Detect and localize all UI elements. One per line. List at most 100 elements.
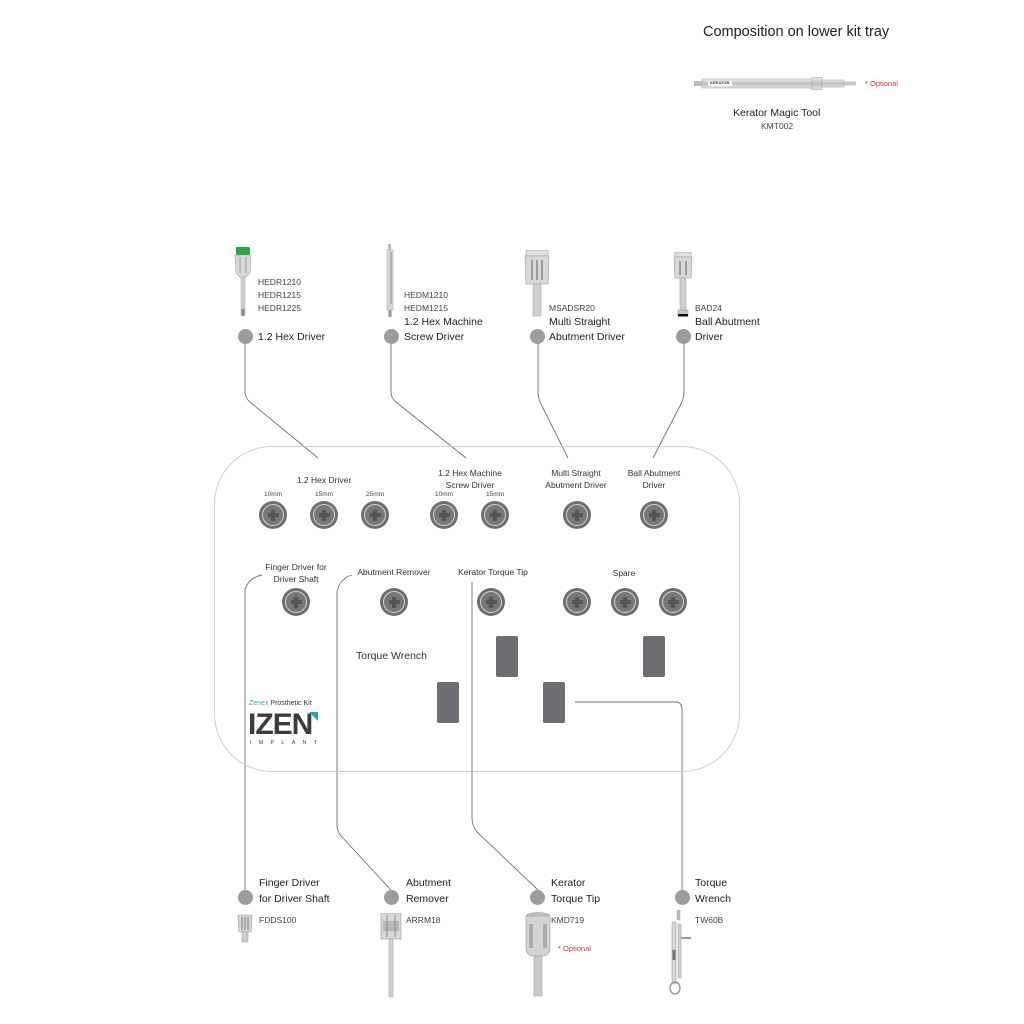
kerator-magic-tool: [694, 76, 864, 92]
kerator-torque-tip-label-1: Kerator: [551, 877, 586, 889]
socket-spare-2: [611, 588, 639, 616]
abutment-remover-tool: [380, 912, 402, 999]
socket-hex-driver-25mm: [361, 501, 389, 529]
kerator-torque-tip-icon: [525, 912, 551, 997]
connector-machine-screw-driver: [390, 343, 467, 459]
finger-driver-icon: [237, 914, 253, 943]
socket-ball-abutment: [640, 501, 668, 529]
torque-wrench-label-1: Torque: [695, 877, 728, 889]
torque-wrench-slot-1: [437, 682, 459, 723]
logo-brand-prefix: Zenex: [249, 700, 269, 707]
socket-spare-1: [563, 588, 591, 616]
top-tool-ball-abutment: [673, 251, 693, 320]
torque-wrench-icon: [669, 909, 691, 995]
logo-wordmark-text: IZEN: [248, 708, 313, 741]
page-title: Composition on lower kit tray: [703, 24, 890, 40]
finger-driver-label-2: for Driver Shaft: [259, 893, 330, 905]
socket-machine-screw-10mm: [430, 501, 458, 529]
multi-straight-label-1: Multi Straight: [549, 316, 611, 328]
finger-driver-label-1: Finger Driver: [259, 877, 320, 889]
torque-wrench-slot-4: [643, 636, 665, 677]
tray-label-hex-driver: 1.2 Hex Driver: [296, 475, 352, 485]
top-tool-hex-driver: [233, 245, 253, 320]
machine-screw-driver-icon: [386, 244, 394, 317]
socket-hex-driver-10mm: [259, 501, 287, 529]
socket-kerator-torque-tip: [477, 588, 505, 616]
abutment-remover-code: ARRM18: [406, 915, 441, 925]
tray-label-finger-driver-2: Driver Shaft: [273, 574, 319, 584]
size-label: 15mm: [485, 491, 505, 498]
machine-screw-driver-code-2: HEDM1215: [404, 303, 448, 313]
connector-hex-driver: [244, 343, 319, 459]
multi-straight-code: MSADSR20: [549, 303, 595, 313]
logo-brand-suffix: Prosthetic Kit: [270, 700, 312, 707]
ball-abutment-code: BAD24: [695, 303, 722, 313]
tray-label-ball-abutment-2: Driver: [642, 480, 666, 490]
hex-driver-code-3: HEDR1225: [258, 303, 301, 313]
multi-straight-label-2: Abutment Driver: [549, 331, 625, 343]
hex-driver-label: 1.2 Hex Driver: [258, 331, 326, 343]
hex-driver-code-2: HEDR1215: [258, 290, 301, 300]
size-label: 10mm: [263, 491, 283, 498]
hex-driver-icon: [234, 247, 252, 316]
machine-screw-driver-dot: [384, 329, 399, 344]
kerator-magic-tool-icon: [694, 77, 856, 90]
tray-label-abutment-remover: Abutment Remover: [357, 567, 431, 577]
ball-abutment-label-1: Ball Abutment: [695, 316, 760, 328]
kerator-torque-tip-label-2: Torque Tip: [551, 893, 601, 905]
kerator-engraving: KERATOR: [710, 80, 730, 85]
size-label: 25mm: [365, 491, 385, 498]
kerator-magic-tool-name: Kerator Magic Tool: [733, 107, 821, 119]
socket-machine-screw-15mm: [481, 501, 509, 529]
ball-abutment-driver-icon: [673, 251, 693, 317]
multi-straight-abutment-driver-icon: [524, 249, 550, 317]
tray-label-spare: Spare: [612, 568, 636, 578]
finger-driver-dot: [238, 890, 253, 905]
abutment-remover-label-1: Abutment: [406, 877, 451, 889]
size-label: 10mm: [434, 491, 454, 498]
finger-driver-code: FDDS100: [259, 915, 297, 925]
tray-label-kerator-torque-tip: Kerator Torque Tip: [458, 567, 528, 577]
kerator-magic-tool-optional: * Optional: [865, 79, 898, 88]
hex-driver-code-1: HEDR1210: [258, 277, 301, 287]
socket-hex-driver-15mm: [310, 501, 338, 529]
socket-spare-3: [659, 588, 687, 616]
kerator-torque-tip-code: KMD719: [551, 915, 585, 925]
abutment-remover-dot: [384, 890, 399, 905]
machine-screw-driver-code-1: HEDM1210: [404, 290, 448, 300]
logo-tagline: Zenex Prosthetic Kit: [249, 700, 312, 707]
logo-accent-triangle: [309, 712, 318, 721]
abutment-remover-label-2: Remover: [406, 893, 449, 905]
socket-abutment-remover: [380, 588, 408, 616]
torque-wrench-label-2: Wrench: [695, 893, 731, 905]
izen-logo-wordmark: IZEN: [248, 708, 313, 741]
size-label: 15mm: [314, 491, 334, 498]
tray-label-multi-straight-2: Abutment Driver: [545, 480, 607, 490]
torque-wrench-slot-2: [496, 636, 518, 677]
tray-label-finger-driver-1: Finger Driver for: [265, 562, 327, 572]
multi-straight-dot: [530, 329, 545, 344]
kit-tray: [214, 446, 740, 772]
connector-multi-straight: [537, 343, 569, 459]
socket-multi-straight: [563, 501, 591, 529]
kerator-magic-tool-code: KMT002: [761, 121, 794, 131]
top-tool-machine-screw-driver: [385, 244, 395, 318]
logo-subtitle: IMPLANT: [250, 740, 325, 746]
hex-driver-dot: [238, 329, 253, 344]
top-tool-multi-straight: [524, 249, 550, 318]
torque-wrench-dot: [675, 890, 690, 905]
tray-label-machine-screw-1: 1.2 Hex Machine: [438, 468, 502, 478]
machine-screw-driver-label-2: Screw Driver: [404, 331, 465, 343]
tray-label-ball-abutment-1: Ball Abutment: [627, 468, 681, 478]
finger-driver-tool: [237, 914, 253, 944]
tray-label-multi-straight-1: Multi Straight: [551, 468, 601, 478]
torque-wrench-slot-3: [543, 682, 565, 723]
ball-abutment-dot: [676, 329, 691, 344]
torque-wrench-tool: [668, 909, 692, 996]
ball-abutment-label-2: Driver: [695, 331, 723, 343]
tray-label-torque-wrench: Torque Wrench: [356, 650, 428, 662]
kerator-torque-tip-optional: * Optional: [558, 944, 591, 953]
tray-label-machine-screw-2: Screw Driver: [445, 480, 495, 490]
socket-finger-driver: [282, 588, 310, 616]
kerator-torque-tip-tool: [524, 912, 552, 998]
